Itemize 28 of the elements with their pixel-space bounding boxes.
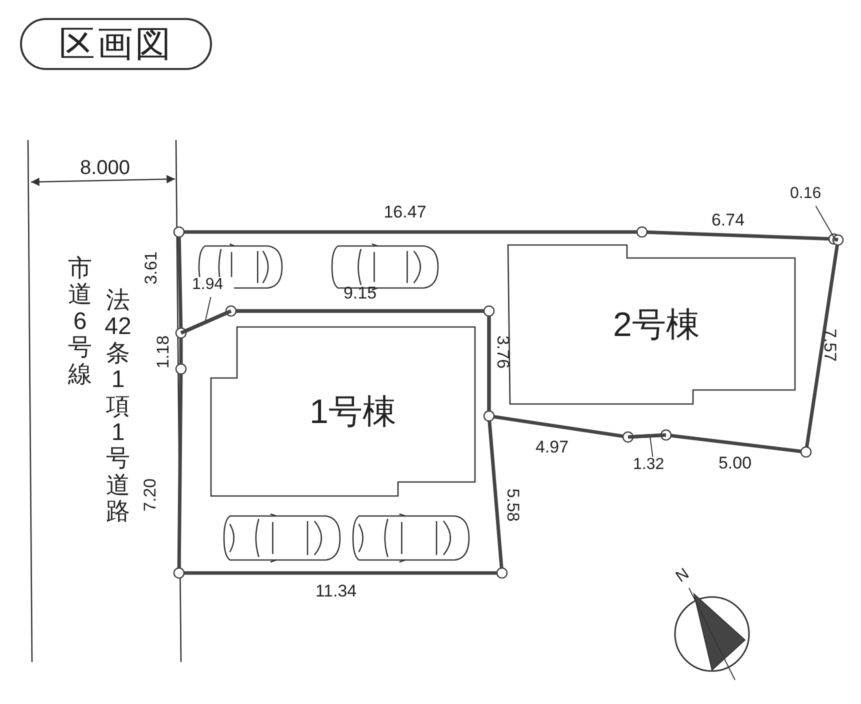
compass-north-label: N [674, 566, 692, 586]
road-name: 市道6号線 [67, 256, 93, 388]
building-label: 2号棟 [613, 304, 700, 346]
dimension-value: 6.74 [711, 212, 745, 228]
leader-line [204, 296, 212, 323]
dimension-value: 3.76 [494, 335, 512, 369]
dimension-value: 16.47 [384, 204, 426, 220]
title-badge: 区画図 [20, 18, 212, 70]
dimension-value: 7.57 [822, 328, 838, 362]
dimension-value: 5.00 [718, 454, 752, 472]
building-outline [508, 245, 795, 404]
boundary-segment [626, 433, 668, 439]
leader-line [815, 206, 836, 240]
dimension-value: 8.000 [80, 158, 130, 178]
dimension-value: 7.20 [142, 478, 158, 512]
dimension-value: 1.18 [154, 335, 172, 369]
building-outline [211, 327, 475, 496]
dimension-value: 1.94 [192, 277, 234, 293]
dimension-value: 5.58 [504, 488, 522, 522]
dimension-value: 9.15 [343, 284, 377, 302]
boundary-segment [179, 309, 233, 335]
dimension-value: 11.34 [315, 582, 357, 600]
road-classification: 法42条1項1号道路 [104, 288, 132, 526]
building-label: 1号棟 [310, 392, 396, 432]
dimension-value: 4.97 [535, 438, 569, 456]
leader-line [650, 435, 654, 458]
boundary-segment [832, 237, 840, 242]
dimension-value: 3.61 [142, 251, 160, 285]
